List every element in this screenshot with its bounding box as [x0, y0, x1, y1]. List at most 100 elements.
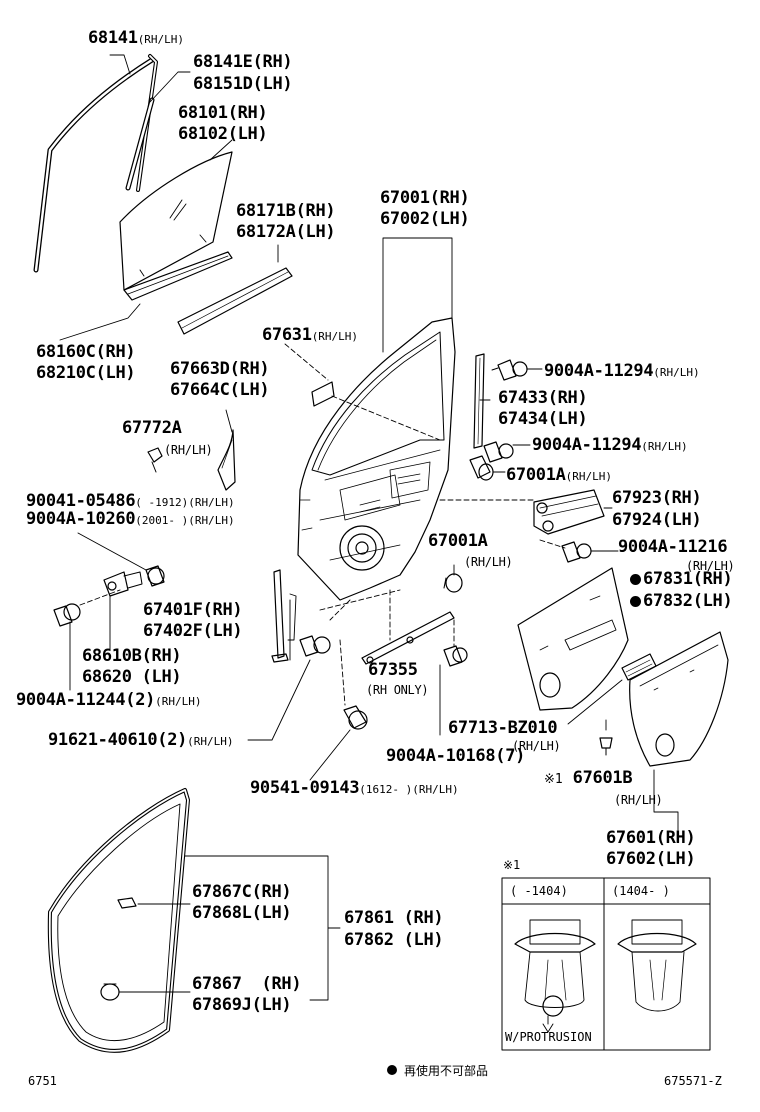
label-68620: 68620 (LH)	[82, 667, 182, 687]
label-68101: 68101(RH)	[178, 103, 268, 123]
label-67862: 67862 (LH)	[344, 930, 444, 950]
label-68141: 68141(RH/LH)	[88, 28, 184, 50]
part-number: 9004A-11294	[532, 435, 642, 455]
clip-part	[100, 983, 120, 1001]
part-number: 67862	[344, 930, 394, 950]
footer-legend: 再使用不可部品	[404, 1064, 489, 1078]
weatherstrip-inner-part	[123, 251, 233, 301]
part-number: 9004A-10260	[26, 509, 136, 529]
door-panel-part	[297, 317, 456, 601]
part-number: 68141E	[193, 52, 253, 72]
part-number: 67832	[643, 591, 693, 611]
part-side: (RH)	[229, 359, 270, 379]
note-marker: ※1	[544, 772, 563, 787]
part-side: (RH)	[252, 52, 293, 72]
label-67713-side: (RH/LH)	[512, 736, 561, 756]
label-9004a-11216-side: (RH/LH)	[686, 556, 735, 576]
part-number: 68171B	[236, 201, 296, 221]
part-number: 67001	[380, 188, 430, 208]
part-side: (LH)	[692, 591, 733, 611]
label-67664c: 67664C(LH)	[170, 380, 270, 400]
label-67355-side: (RH ONLY)	[366, 680, 429, 700]
part-number: 68610B	[82, 646, 142, 666]
part-number: 68151D	[193, 74, 253, 94]
part-number: 91621-40610(2)	[48, 730, 188, 750]
label-9004a-11216: 9004A-11216	[618, 537, 728, 557]
part-number: 68160C	[36, 342, 96, 362]
part-number: 67663D	[170, 359, 230, 379]
label-67002: 67002(LH)	[380, 209, 470, 229]
part-number: 67433	[498, 388, 548, 408]
label-67867: 67867 (RH)	[192, 974, 302, 994]
part-side: (LH)	[295, 222, 336, 242]
part-number: 67355	[368, 660, 418, 680]
part-number: 9004A-11244(2)	[16, 690, 156, 710]
label-9004a-10168: 9004A-10168(7)	[386, 746, 525, 766]
part-number: 9004A-11294	[544, 361, 654, 381]
inset-col-2: (1404- )	[612, 884, 670, 898]
label-67868l: 67868L(LH)	[192, 903, 292, 923]
part-side: (RH)	[692, 569, 733, 589]
inset-col-1: ( -1404)	[510, 884, 568, 898]
label-68171b: 68171B(RH)	[236, 201, 336, 221]
part-number: 67001A	[428, 531, 488, 551]
label-9004a-11294-upper: 9004A-11294(RH/LH)	[544, 361, 700, 383]
part-side: (LH)	[227, 124, 268, 144]
part-side: (LH)	[202, 621, 243, 641]
label-9004a-11244: 9004A-11244(2)(RH/LH)	[16, 690, 201, 712]
label-67923: 67923(RH)	[612, 488, 702, 508]
screw-part	[483, 441, 514, 463]
non-reusable-dot-icon	[630, 596, 641, 607]
label-67772a-side: (RH/LH)	[164, 440, 213, 460]
part-number: 67831	[643, 569, 693, 589]
part-number: 67868L	[192, 903, 252, 923]
part-side: (RH)	[403, 908, 444, 928]
part-number: 67434	[498, 409, 548, 429]
label-68141e: 68141E(RH)	[193, 52, 293, 72]
part-number: 68102	[178, 124, 228, 144]
part-number: 67402F	[143, 621, 203, 641]
front-frame-part	[217, 429, 236, 491]
part-number: 68172A	[236, 222, 296, 242]
screw-part	[491, 359, 528, 381]
part-side: (RH/LH)	[311, 330, 359, 343]
label-67869j: 67869J(LH)	[192, 995, 292, 1015]
part-number: 67867C	[192, 882, 252, 902]
part-side: (RH)	[547, 388, 588, 408]
label-67631: 67631(RH/LH)	[262, 325, 358, 347]
clip-part	[147, 447, 163, 473]
part-side: (RH/LH)	[137, 33, 185, 46]
part-side: (1612- )(RH/LH)	[359, 783, 459, 796]
label-67355: 67355	[368, 660, 418, 680]
clip-part	[599, 737, 613, 756]
part-number: 68101	[178, 103, 228, 123]
part-number: 67401F	[143, 600, 203, 620]
part-side: (2001- )(RH/LH)	[135, 514, 235, 527]
part-side: (RH/LH)	[164, 443, 213, 457]
label-67713-bz010: 67713-BZ010	[448, 718, 558, 738]
label-90041-05486: 90041-05486( -1912)(RH/LH)	[26, 491, 235, 513]
part-number: 67664C	[170, 380, 230, 400]
part-side: (LH)	[229, 380, 270, 400]
label-67663d: 67663D(RH)	[170, 359, 270, 379]
part-side: (LH)	[655, 849, 696, 869]
non-reusable-dot-icon	[630, 574, 641, 585]
part-number: 67924	[612, 510, 662, 530]
weatherstrip-part	[47, 788, 190, 1053]
part-side: (LH)	[547, 409, 588, 429]
label-67401f: 67401F(RH)	[143, 600, 243, 620]
label-68610b: 68610B(RH)	[82, 646, 182, 666]
part-side: ( -1912)(RH/LH)	[135, 496, 235, 509]
inset-table	[501, 877, 711, 1051]
label-67831: 67831(RH)	[630, 569, 733, 589]
part-number: 67867	[192, 974, 252, 994]
label-67772a: 67772A	[122, 418, 182, 438]
part-number: 67001A	[506, 465, 566, 485]
part-side: (RH ONLY)	[366, 683, 429, 697]
part-side: (LH)	[661, 510, 702, 530]
hole-cover-part	[311, 381, 335, 407]
part-number: 90041-05486	[26, 491, 136, 511]
part-side: (RH/LH)	[641, 440, 688, 453]
label-67434: 67434(LH)	[498, 409, 588, 429]
part-side: (RH)	[95, 342, 136, 362]
